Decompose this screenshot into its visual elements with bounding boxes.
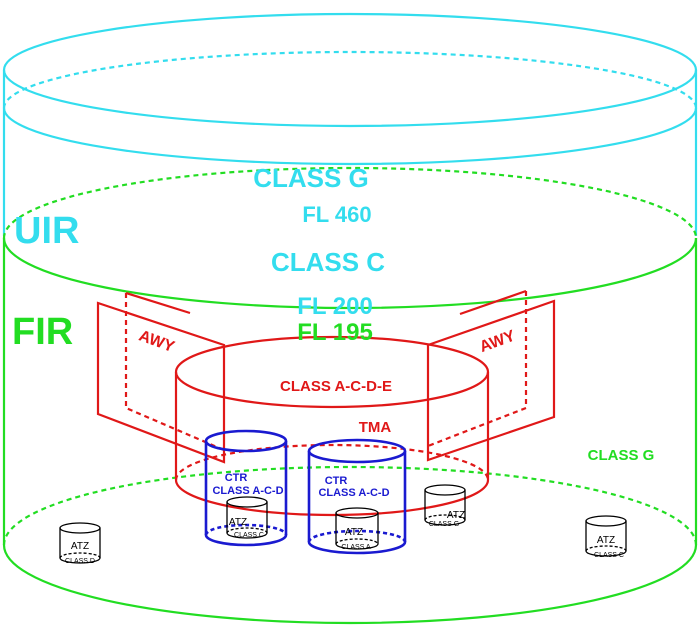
awy-right-back-plane [427,291,528,448]
ctr-right-class: CLASS A-C-D [318,487,389,499]
uir-fl-200-label: FL 200 [297,293,373,320]
awy-left-back-top [125,291,191,315]
uir-class-c-label: CLASS C [271,247,385,277]
atz-4-top [424,484,466,496]
atz-cylinder-3 [335,507,379,550]
uir-class-g-label: CLASS G [253,163,369,193]
fir-top-back-dashed [2,166,698,239]
tma-bottom-back-dashed [174,443,490,481]
uir-top-ellipse [2,12,698,128]
atz-3-bottom-back [335,538,379,545]
atz-5-top [585,515,627,527]
tma-top-ellipse [174,335,490,409]
atz-5-class: CLASS C [594,552,624,559]
fir-cylinder [2,166,698,625]
awy-right-front-plane [426,299,556,462]
ctr-left-top-ellipse [204,429,288,453]
ctr-left-bottom-front [204,534,288,547]
tma-bottom-front [174,479,490,517]
fir-label: FIR [12,311,73,353]
ctr-right-bottom-back [307,529,407,543]
awy-right-plane [426,289,556,462]
ctr-left-bottom-back [204,523,288,536]
ctr-left-name: CTR [225,472,248,484]
atz-3-bottom [335,543,379,550]
uir-back-dashed [2,50,698,109]
atz-2-label: ATZ [229,517,247,528]
atz-3-label: ATZ [345,527,363,538]
atz-cylinder-5 [585,515,627,557]
uir-fl-460-label: FL 460 [302,202,371,227]
atz-2-class: CLASS C [234,532,264,539]
awy-left-label: AWY [137,328,177,357]
awy-left-back-plane [124,293,225,452]
atz-2-bottom-back [226,527,268,534]
uir-label: UIR [14,210,79,252]
fir-class-g-label: CLASS G [588,447,655,464]
fir-bottom-front [2,544,698,625]
ctr-right-name: CTR [325,475,348,487]
atz-4-bottom [424,519,466,526]
awy-left-front-plane [96,301,226,464]
atz-5-bottom-back [585,545,627,552]
atz-5-label: ATZ [597,535,615,546]
atz-1-class: CLASS D [65,558,95,565]
atz-1-top [59,522,101,534]
ctr-left-class: CLASS A-C-D [212,485,283,497]
ctr-right-bottom-front [307,541,407,555]
ctr-right-cylinder [307,438,407,555]
atz-cylinder-2 [226,496,268,539]
tma-cylinder [174,335,490,517]
fir-top-front [2,237,698,310]
atz-4-label: ATZ [447,510,465,521]
ctr-right-top-ellipse [307,438,407,464]
atz-5-bottom [585,550,627,557]
awy-right-back-top [459,289,527,316]
tma-class-label: CLASS A-C-D-E [280,378,392,395]
fir-bottom-back-dashed [2,465,698,546]
uir-front-arc [2,107,698,166]
atz-3-class: CLASS A [341,544,371,551]
ctr-left-cylinder [204,429,288,547]
atz-1-bottom-back [59,552,101,559]
atz-4-class: CLASS G [429,521,459,528]
atz-cylinder-4 [424,484,466,526]
atz-2-top [226,496,268,508]
awy-right-label: AWY [477,327,517,356]
awy-left-plane [96,291,226,464]
atz-1-label: ATZ [71,541,89,552]
uir-cylinder [2,12,698,236]
atz-1-bottom [59,557,101,564]
atz-cylinder-1 [59,522,101,564]
atz-2-bottom [226,532,268,539]
atz-4-bottom-back [424,514,466,521]
fir-fl-195-label: FL 195 [297,319,373,346]
tma-label: TMA [359,419,392,436]
